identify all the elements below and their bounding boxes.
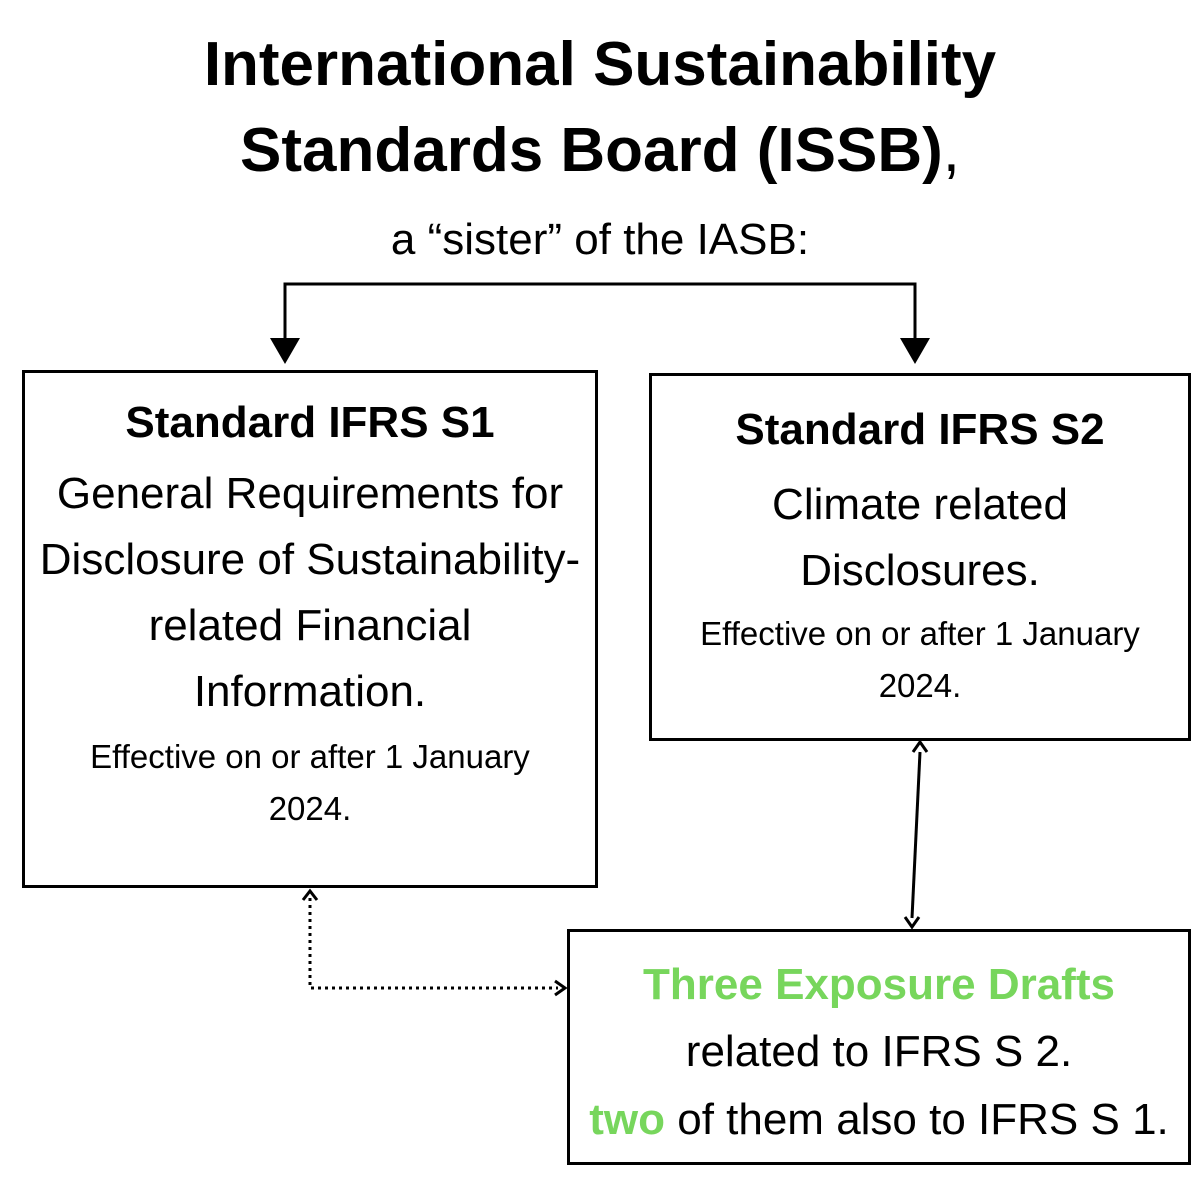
standard-ifrs-s1-box: Standard IFRS S1 General Requirements fo… bbox=[22, 370, 598, 888]
exposure-drafts-box: Three Exposure Drafts related to IFRS S … bbox=[567, 929, 1191, 1165]
title-line-2-text: Standards Board (ISSB) bbox=[239, 116, 943, 185]
exposure-drafts-related-s2: related to IFRS S 2. bbox=[685, 1027, 1073, 1076]
s2-link-arrow-top bbox=[911, 739, 929, 753]
split-bracket-line bbox=[283, 282, 917, 338]
s1-link-arrow-right bbox=[554, 979, 568, 997]
exposure-drafts-highlight: Three Exposure Drafts bbox=[643, 960, 1115, 1009]
s1-effective-date: Effective on or after 1 January 2024. bbox=[90, 738, 530, 827]
s2-effective-date: Effective on or after 1 January 2024. bbox=[700, 615, 1140, 704]
title-line-1: International Sustainability bbox=[203, 30, 997, 99]
exposure-drafts-two-highlight: two bbox=[589, 1095, 665, 1144]
title-comma: , bbox=[942, 116, 960, 185]
s1-exposure-dotted-link bbox=[308, 898, 558, 990]
s2-heading: Standard IFRS S2 bbox=[735, 405, 1105, 454]
s2-link-arrow-bottom bbox=[903, 916, 921, 930]
s2-exposure-link-line bbox=[910, 751, 922, 919]
arrow-head-to-s1 bbox=[270, 338, 300, 364]
s1-link-arrow-top bbox=[301, 888, 319, 901]
s1-description: General Requirements for Disclosure of S… bbox=[39, 469, 581, 716]
arrow-head-to-s2 bbox=[900, 338, 930, 364]
title-line-2: Standards Board (ISSB), bbox=[0, 108, 1200, 194]
exposure-drafts-line3-rest: of them also to IFRS S 1. bbox=[665, 1095, 1169, 1144]
diagram-subtitle: a “sister” of the IASB: bbox=[390, 215, 810, 264]
exposure-drafts-related-s1: two of them also to IFRS S 1. bbox=[570, 1086, 1188, 1154]
standard-ifrs-s2-box: Standard IFRS S2 Climate related Disclos… bbox=[649, 373, 1191, 741]
diagram-title: International Sustainability Standards B… bbox=[0, 22, 1200, 194]
s2-description: Climate related Disclosures. bbox=[772, 480, 1068, 595]
s1-heading: Standard IFRS S1 bbox=[125, 398, 495, 447]
